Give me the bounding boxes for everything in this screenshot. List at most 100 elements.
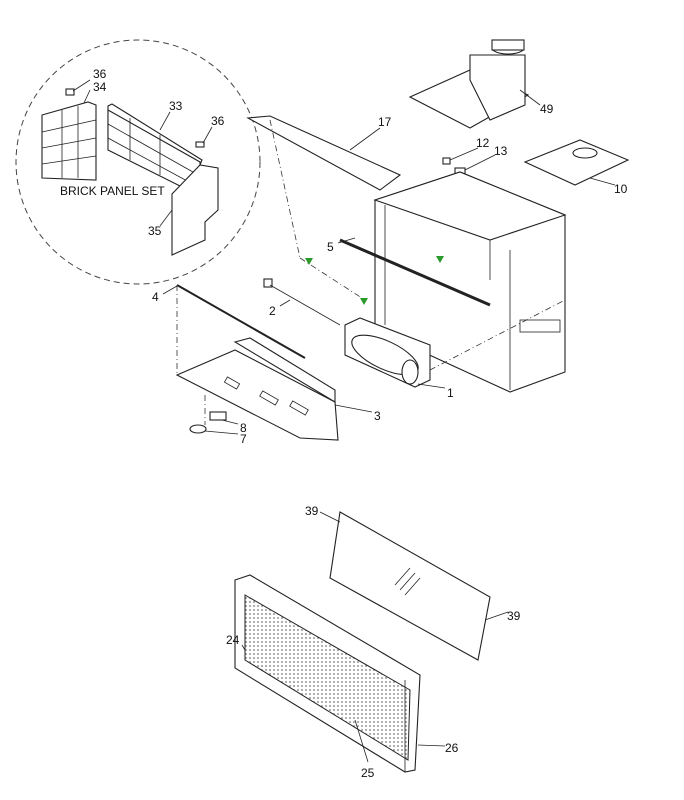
rod [339, 238, 491, 307]
diagram-shape [41, 155, 97, 165]
brick-panel-set-detail: BRICK PANEL SET [15, 39, 261, 285]
callout-3: 3 [374, 409, 381, 423]
top-shield [246, 115, 402, 191]
diagram-shape [269, 284, 341, 326]
base-pan [175, 337, 339, 441]
firebox [373, 171, 567, 393]
callout-39: 39 [305, 504, 319, 518]
diagram-shape [417, 383, 446, 389]
clip-36b [195, 141, 205, 148]
diagram-shape [233, 337, 336, 403]
callout-35: 35 [148, 224, 162, 238]
callouts: 36 34 33 36 35 17 49 12 13 10 5 4 2 1 3 … [93, 67, 628, 780]
assembly-lines [176, 119, 566, 425]
marker-icon [360, 298, 368, 305]
diagram-shape [41, 137, 97, 149]
diagram-shape [469, 54, 526, 121]
diagram-shape [337, 237, 356, 244]
callout-2: 2 [269, 304, 276, 318]
diagram-shape [401, 359, 419, 385]
diagram-shape [175, 349, 339, 441]
callout-26: 26 [445, 741, 459, 755]
diagram-shape [159, 209, 173, 227]
diagram-shape [221, 419, 239, 425]
callout-25: 25 [361, 766, 375, 780]
diagram-shape [107, 137, 201, 189]
diagram-shape [519, 319, 561, 333]
marker-icon [436, 256, 444, 263]
clip-36a [65, 88, 75, 96]
rod-4 [176, 284, 306, 359]
diagram-shape [464, 154, 496, 171]
vent-kit [408, 39, 530, 129]
blower-fan [344, 317, 431, 388]
brick-panel-right [171, 164, 219, 256]
diagram-shape [589, 177, 616, 186]
diagram-shape [334, 404, 373, 413]
diagram-shape [269, 119, 301, 259]
switch-part [442, 157, 451, 165]
callout-33: 33 [169, 99, 183, 113]
diagram-shape [159, 111, 171, 131]
diagram-shape [223, 376, 241, 390]
callout-13: 13 [494, 144, 508, 158]
callout-34: 34 [93, 80, 107, 94]
brick-panel-set-label: BRICK PANEL SET [60, 184, 165, 198]
diagram-shape [373, 171, 567, 241]
diagram-shape [107, 118, 201, 189]
diagram-shape [349, 127, 381, 151]
diagram-shape [484, 611, 509, 621]
power-cord [263, 278, 341, 326]
callout-1: 1 [447, 386, 454, 400]
diagram-shape [394, 567, 421, 596]
diagram-shape [107, 123, 201, 177]
diagram-shape [429, 299, 566, 371]
callout-17: 17 [378, 115, 392, 129]
callout-4: 4 [152, 290, 159, 304]
callout-36: 36 [211, 114, 225, 128]
callout-12: 12 [476, 136, 490, 150]
brick-panel-left [41, 101, 97, 181]
diagram-shape [41, 106, 97, 178]
diagram-shape [523, 139, 630, 186]
part-7 [189, 424, 207, 434]
callout-49: 49 [540, 102, 554, 116]
leader-lines [72, 79, 616, 763]
diagram-shape [449, 147, 479, 161]
diagram-shape [299, 257, 366, 301]
diagram-shape [572, 147, 598, 159]
diagram-shape [319, 511, 341, 523]
diagram-shape [354, 719, 369, 763]
diagram-shape [241, 644, 246, 651]
callout-5: 5 [327, 240, 334, 254]
front-screen-frame [234, 574, 421, 773]
diagram-shape [394, 567, 411, 586]
diagram-shape [162, 285, 178, 295]
diagram-shape [83, 89, 91, 104]
callout-24: 24 [226, 633, 240, 647]
diagram-shape [491, 39, 525, 51]
diagram-shape [41, 119, 97, 133]
diagram-shape [202, 126, 213, 144]
top-plate [523, 139, 630, 186]
callout-7: 7 [240, 432, 247, 446]
callout-36: 36 [93, 67, 107, 81]
diagram-shape [263, 278, 273, 288]
glass-panel [329, 511, 491, 661]
callout-10: 10 [614, 182, 628, 196]
diagram-shape [259, 390, 279, 406]
diagram-shape [417, 744, 446, 747]
diagram-shape [289, 400, 309, 416]
diagram-shape [404, 577, 421, 596]
callout-8: 8 [240, 421, 247, 435]
diagram-shape [72, 79, 91, 92]
diagram-shape [15, 39, 261, 285]
part-8 [209, 411, 227, 421]
marker-icon [305, 258, 313, 265]
callout-39: 39 [507, 609, 521, 623]
diagram-shape [519, 89, 541, 106]
diagram-shape [279, 299, 291, 307]
mesh-screen [244, 594, 411, 761]
